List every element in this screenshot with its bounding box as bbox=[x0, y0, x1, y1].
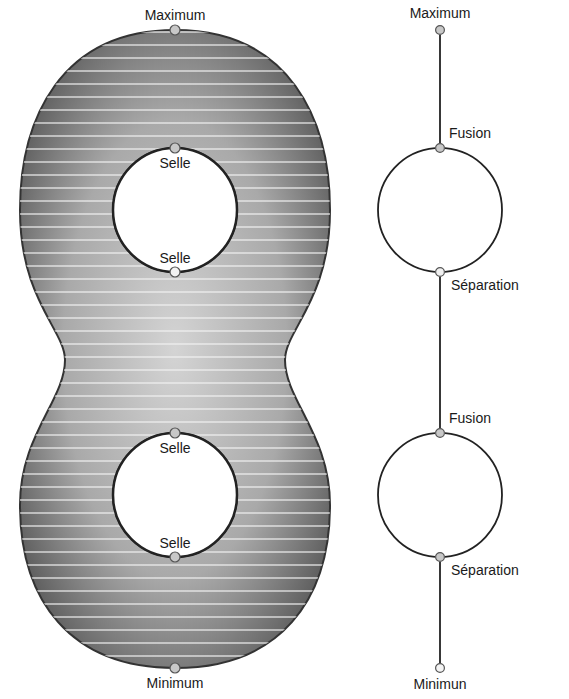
upper-hole bbox=[113, 148, 237, 272]
critical-point-node: Maximum bbox=[435, 25, 445, 35]
reeb-graph-edge bbox=[378, 148, 435, 272]
node-label: Séparation bbox=[451, 277, 519, 293]
node-label: Fusion bbox=[449, 410, 491, 426]
reeb-graph-edge bbox=[445, 433, 502, 557]
reeb-graph-edge bbox=[445, 148, 502, 272]
node-dot bbox=[435, 428, 445, 438]
critical-point-label: Selle bbox=[159, 535, 190, 551]
node-dot bbox=[435, 25, 445, 35]
node-dot bbox=[435, 267, 445, 277]
node-dot bbox=[435, 552, 445, 562]
critical-point-label: Maximum bbox=[145, 7, 206, 23]
critical-point-node: Fusion bbox=[435, 143, 445, 153]
critical-point-label: Selle bbox=[159, 440, 190, 456]
critical-point bbox=[170, 428, 180, 438]
node-dot bbox=[435, 663, 445, 673]
node-label: Maximum bbox=[410, 5, 471, 21]
node-dot bbox=[435, 143, 445, 153]
critical-point bbox=[170, 663, 180, 673]
critical-point bbox=[170, 25, 180, 35]
critical-point-node: Minimun bbox=[435, 663, 445, 673]
node-label: Minimun bbox=[414, 676, 467, 692]
reeb-graph-edge bbox=[378, 433, 435, 557]
critical-point bbox=[170, 552, 180, 562]
critical-point-label: Selle bbox=[159, 155, 190, 171]
node-label: Séparation bbox=[451, 562, 519, 578]
critical-point bbox=[170, 267, 180, 277]
lower-hole bbox=[113, 433, 237, 557]
node-label: Fusion bbox=[449, 125, 491, 141]
critical-points bbox=[170, 25, 180, 673]
critical-point-node: Séparation bbox=[435, 552, 445, 562]
critical-point-label: Minimum bbox=[147, 675, 204, 691]
reeb-graph-edge bbox=[439, 277, 441, 428]
reeb-graph-edge bbox=[439, 35, 441, 143]
critical-point-node: Séparation bbox=[435, 267, 445, 277]
critical-point bbox=[170, 143, 180, 153]
critical-point-label: Selle bbox=[159, 250, 190, 266]
reeb-graph-edge bbox=[439, 562, 441, 663]
critical-point-node: Fusion bbox=[435, 428, 445, 438]
